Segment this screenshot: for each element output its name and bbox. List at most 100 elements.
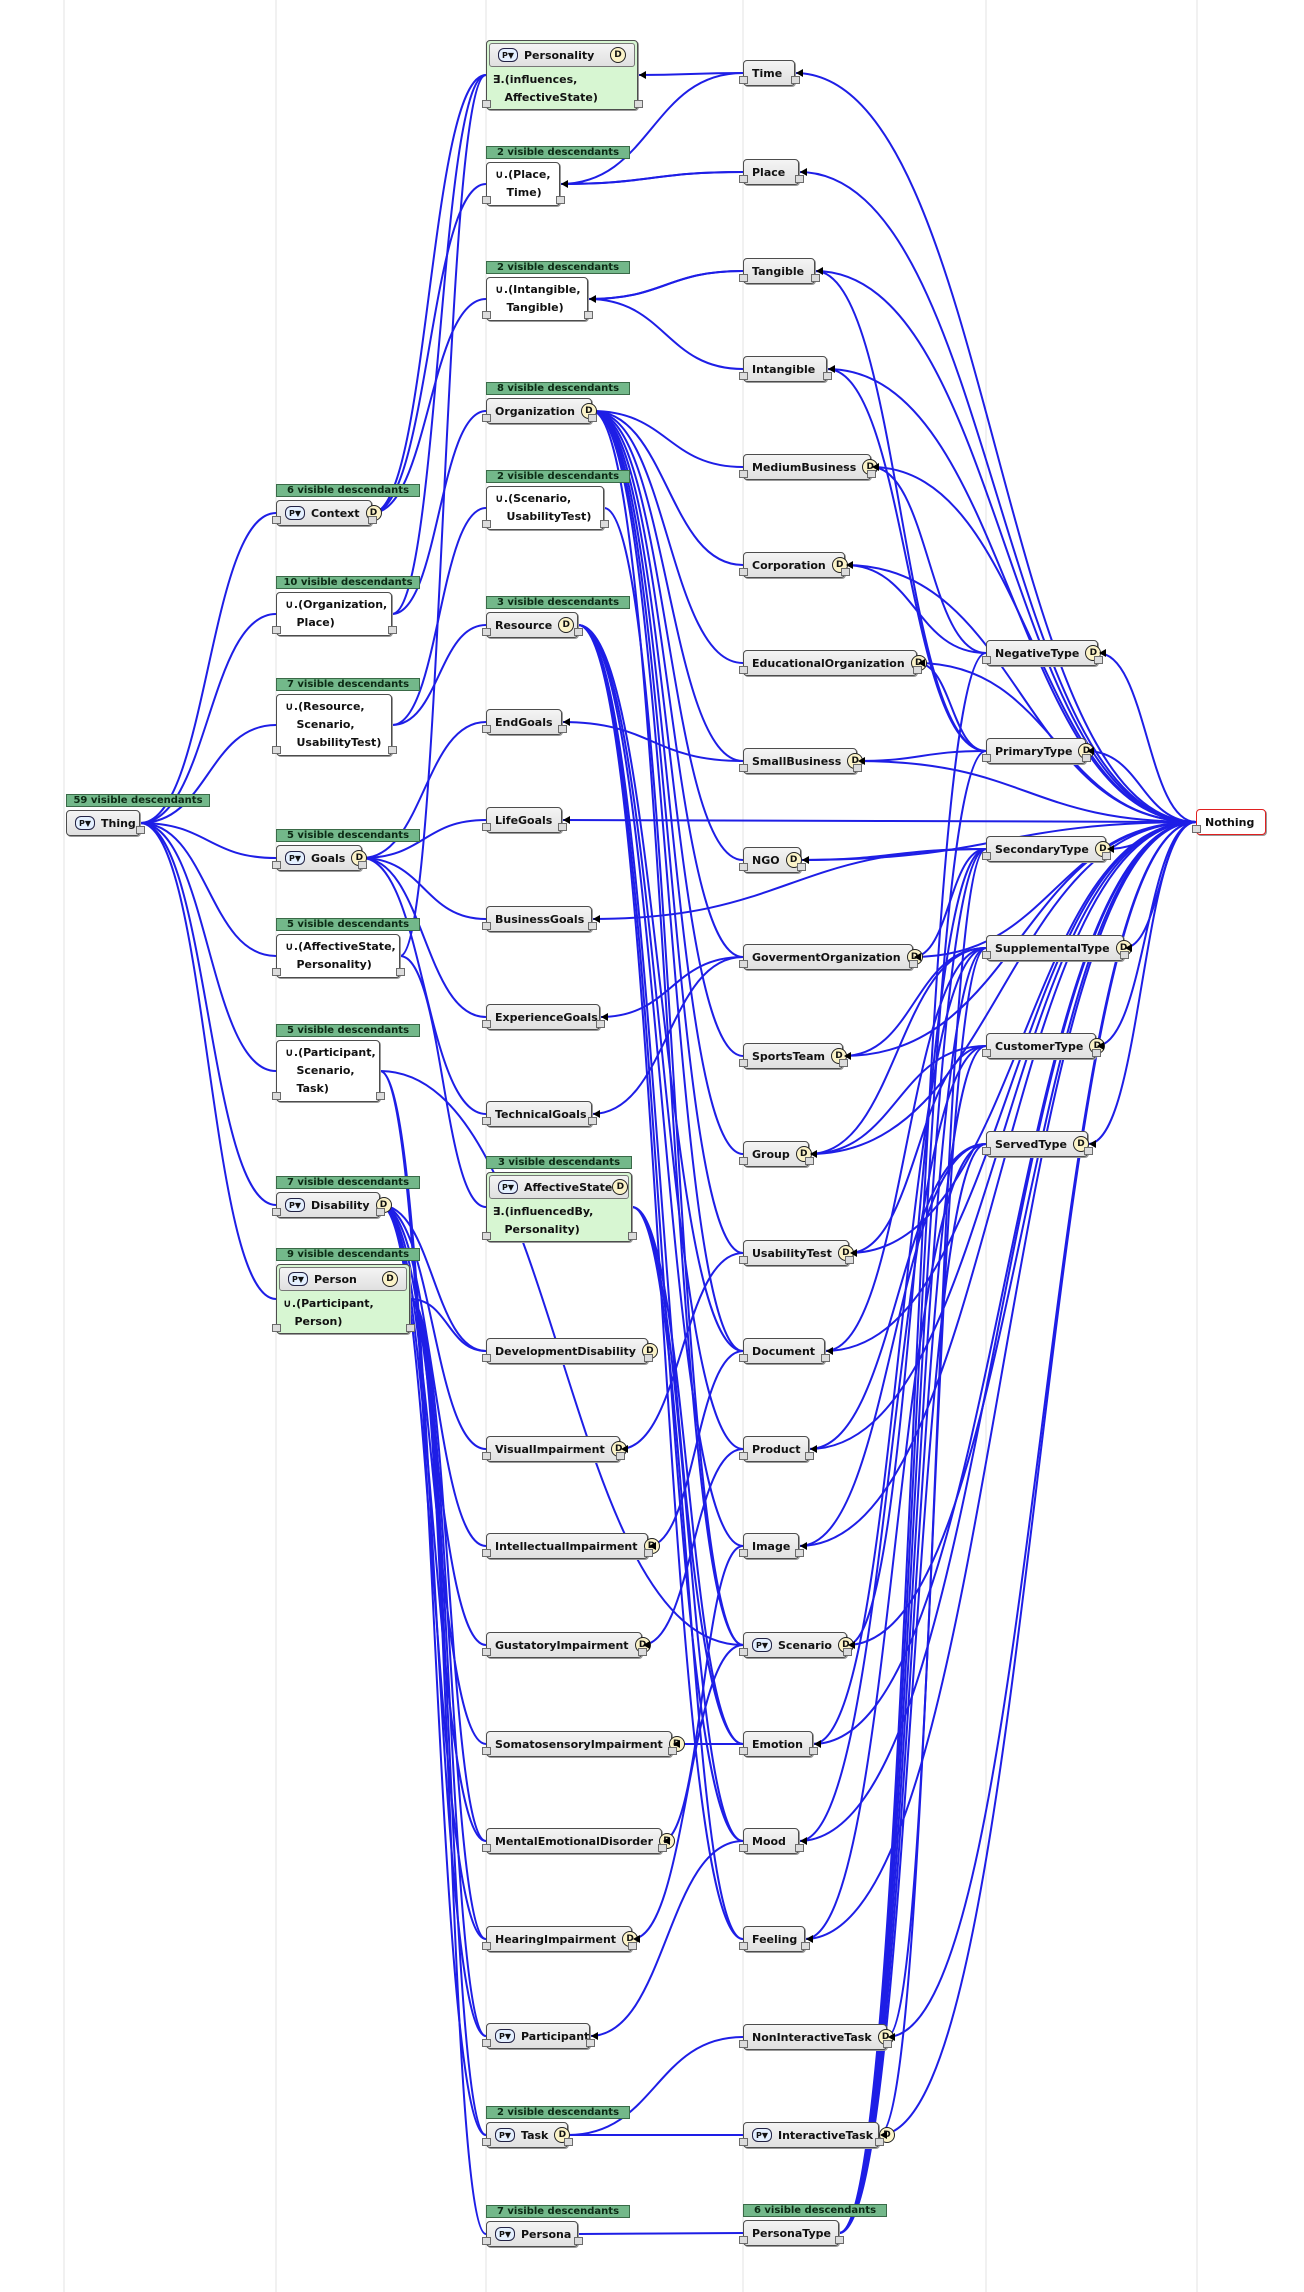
left-handle[interactable] — [739, 764, 748, 772]
node-participant[interactable]: P▼Participant — [486, 2023, 590, 2049]
right-handle[interactable] — [823, 372, 832, 380]
descendants-tag[interactable]: 6 visible descendants — [276, 484, 420, 497]
right-handle[interactable] — [839, 1059, 848, 1067]
left-handle[interactable] — [739, 1648, 748, 1656]
node-place[interactable]: Place — [743, 159, 799, 185]
expand-toggle-icon[interactable]: P▼ — [75, 816, 95, 830]
descendants-tag[interactable]: 2 visible descendants — [486, 261, 630, 274]
left-handle[interactable] — [739, 2236, 748, 2244]
left-handle[interactable] — [482, 922, 491, 930]
right-handle[interactable] — [644, 1549, 653, 1557]
right-handle[interactable] — [376, 1208, 385, 1216]
left-handle[interactable] — [739, 1942, 748, 1950]
node-life-goals[interactable]: LifeGoals — [486, 807, 562, 833]
descendants-tag[interactable]: 2 visible descendants — [486, 146, 630, 159]
left-handle[interactable] — [272, 746, 281, 754]
node-business-goals[interactable]: BusinessGoals — [486, 906, 592, 932]
left-handle[interactable] — [482, 196, 491, 204]
node-end-goals[interactable]: EndGoals — [486, 709, 562, 735]
right-handle[interactable] — [634, 100, 643, 108]
right-handle[interactable] — [805, 1157, 814, 1165]
left-handle[interactable] — [739, 1157, 748, 1165]
left-handle[interactable] — [482, 1232, 491, 1240]
left-handle[interactable] — [482, 1942, 491, 1950]
right-handle[interactable] — [809, 1747, 818, 1755]
left-handle[interactable] — [739, 2138, 748, 2146]
right-handle[interactable] — [1082, 754, 1091, 762]
expand-toggle-icon[interactable]: P▼ — [288, 1272, 308, 1286]
node-technical-goals[interactable]: TechnicalGoals — [486, 1101, 592, 1127]
descendants-tag[interactable]: 2 visible descendants — [486, 2106, 630, 2119]
left-handle[interactable] — [739, 2040, 748, 2048]
left-handle[interactable] — [739, 1549, 748, 1557]
left-handle[interactable] — [272, 626, 281, 634]
right-handle[interactable] — [913, 666, 922, 674]
right-handle[interactable] — [795, 1844, 804, 1852]
descendants-tag[interactable]: 6 visible descendants — [743, 2204, 887, 2217]
expand-toggle-icon[interactable]: P▼ — [495, 2029, 515, 2043]
left-handle[interactable] — [482, 2138, 491, 2146]
left-handle[interactable] — [482, 725, 491, 733]
right-handle[interactable] — [556, 196, 565, 204]
left-handle[interactable] — [739, 1354, 748, 1362]
left-handle[interactable] — [982, 1049, 991, 1057]
right-handle[interactable] — [558, 823, 567, 831]
left-handle[interactable] — [739, 274, 748, 282]
node-uaff-pers[interactable]: ∪.(AffectiveState, Personality) — [276, 934, 400, 978]
descendants-tag[interactable]: 3 visible descendants — [486, 1156, 632, 1169]
right-handle[interactable] — [658, 1844, 667, 1852]
left-handle[interactable] — [482, 520, 491, 528]
expand-toggle-icon[interactable]: P▼ — [498, 48, 518, 62]
node-feeling[interactable]: Feeling — [743, 1926, 805, 1952]
left-handle[interactable] — [482, 311, 491, 319]
right-handle[interactable] — [638, 1648, 647, 1656]
right-handle[interactable] — [388, 626, 397, 634]
left-handle[interactable] — [482, 1452, 491, 1460]
descendants-tag[interactable]: 5 visible descendants — [276, 829, 420, 842]
right-handle[interactable] — [1094, 656, 1103, 664]
descendants-tag[interactable]: 3 visible descendants — [486, 596, 630, 609]
right-handle[interactable] — [668, 1747, 677, 1755]
left-handle[interactable] — [739, 372, 748, 380]
node-intangible[interactable]: Intangible — [743, 356, 827, 382]
right-handle[interactable] — [805, 1452, 814, 1460]
node-emotion[interactable]: Emotion — [743, 1731, 813, 1757]
node-thing[interactable]: P▼Thing — [66, 810, 140, 836]
left-handle[interactable] — [482, 1354, 491, 1362]
descendants-tag[interactable]: 8 visible descendants — [486, 382, 630, 395]
node-product[interactable]: Product — [743, 1436, 809, 1462]
right-handle[interactable] — [811, 274, 820, 282]
left-handle[interactable] — [482, 2237, 491, 2245]
expand-toggle-icon[interactable]: P▼ — [495, 2227, 515, 2241]
right-handle[interactable] — [867, 470, 876, 478]
expand-toggle-icon[interactable]: P▼ — [285, 506, 305, 520]
left-handle[interactable] — [739, 863, 748, 871]
node-uplace-time[interactable]: ∪.(Place, Time) — [486, 162, 560, 206]
descendants-tag[interactable]: 59 visible descendants — [66, 794, 210, 807]
left-handle[interactable] — [739, 175, 748, 183]
left-handle[interactable] — [482, 1117, 491, 1125]
node-image[interactable]: Image — [743, 1533, 799, 1559]
right-handle[interactable] — [801, 1942, 810, 1950]
right-handle[interactable] — [588, 922, 597, 930]
